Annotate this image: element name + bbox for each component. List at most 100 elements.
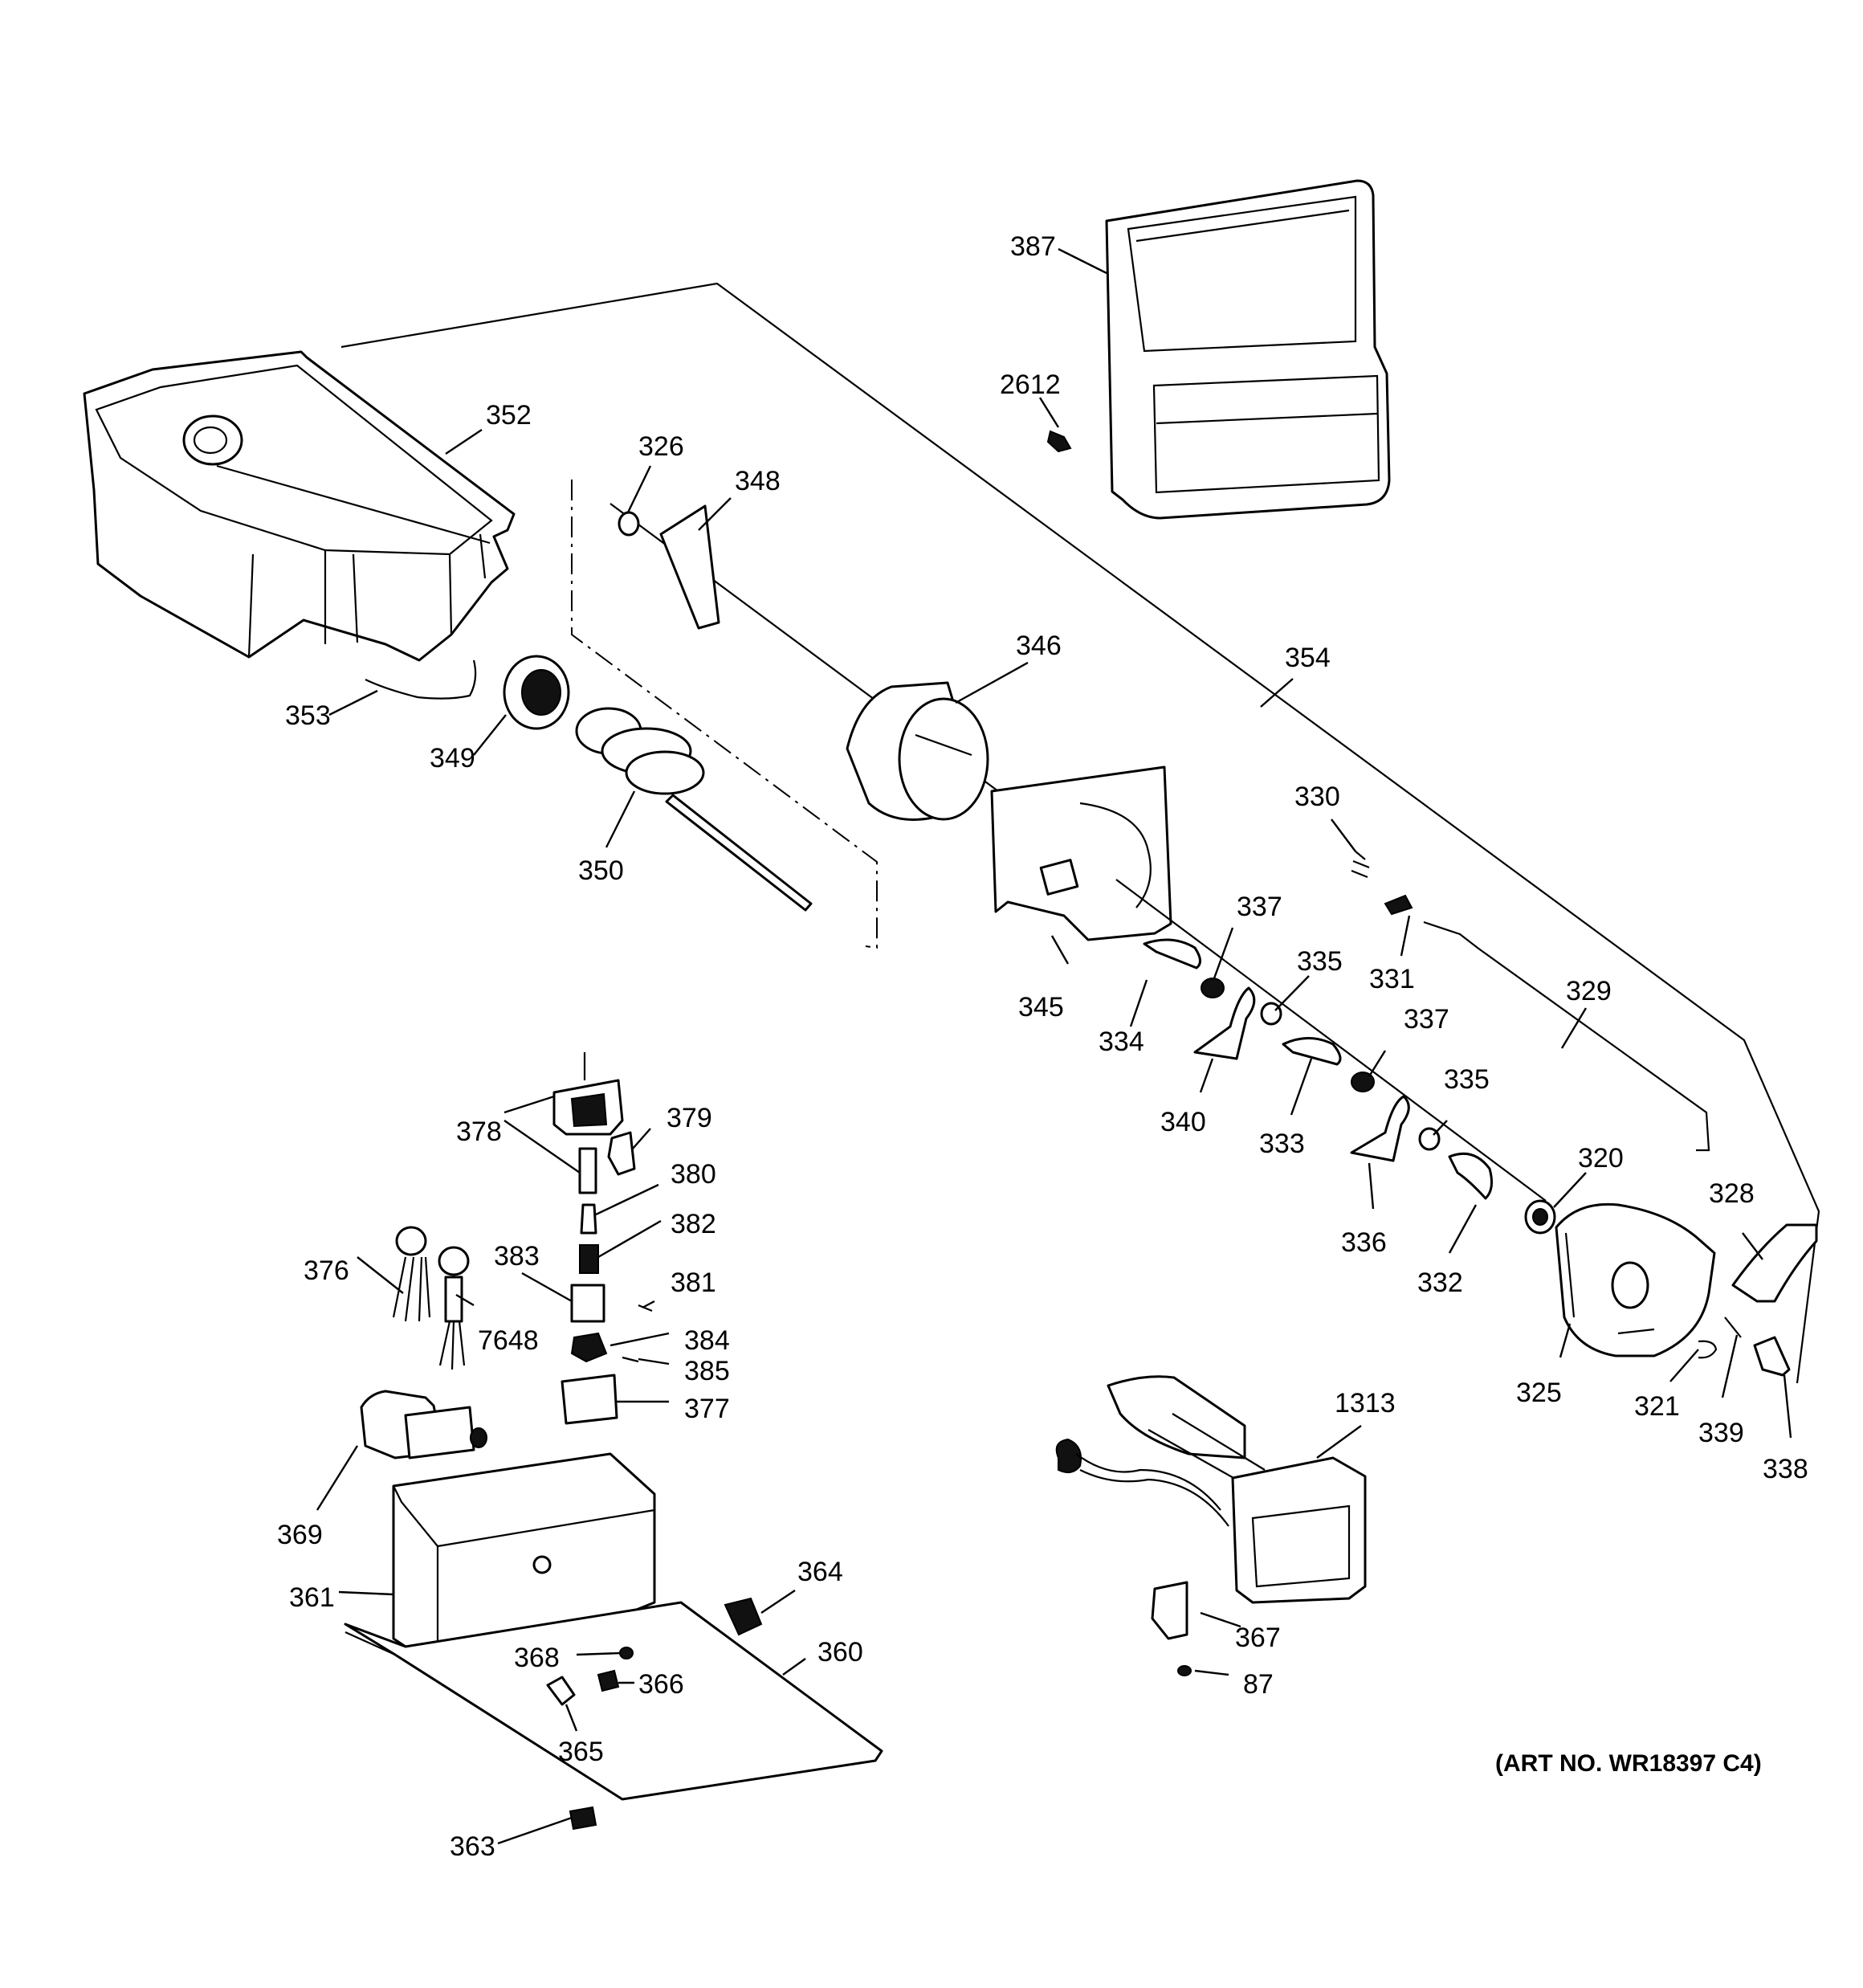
- callout-349: 349: [430, 743, 475, 774]
- bearing-320: [1524, 1199, 1556, 1235]
- bracket-379: [607, 1131, 636, 1176]
- callout-340: 340: [1160, 1107, 1206, 1137]
- callout-377: 377: [684, 1394, 730, 1424]
- callout-353: 353: [285, 700, 331, 731]
- drive-housing-346: [846, 681, 989, 821]
- pin-385: [622, 1356, 639, 1363]
- callout-366: 366: [638, 1669, 684, 1700]
- rod-329: [1423, 921, 1710, 1152]
- cam-axis: [1115, 879, 1547, 1202]
- callout-2612: 2612: [1000, 369, 1061, 400]
- plunger-380: [578, 1147, 597, 1194]
- callout-320: 320: [1578, 1143, 1624, 1174]
- auger-group-outline: [571, 480, 878, 949]
- fastener-363: [569, 1806, 597, 1831]
- ice-maker-1313: [1055, 1375, 1367, 1604]
- callout-367: 367: [1235, 1623, 1281, 1653]
- callout-381: 381: [671, 1268, 716, 1298]
- callout-332: 332: [1417, 1268, 1463, 1298]
- callout-labels: 387 2612 352 326 348 346 354 353 349 350…: [277, 231, 1808, 1862]
- timer-motor-369: [360, 1390, 487, 1459]
- spring-337a: [1201, 978, 1225, 998]
- callout-385: 385: [684, 1356, 730, 1386]
- washer-326: [618, 511, 640, 537]
- art-number: (ART NO. WR18397 C4): [1495, 1750, 1762, 1777]
- callout-368: 368: [514, 1643, 560, 1673]
- callout-333: 333: [1259, 1129, 1305, 1159]
- callout-376: 376: [304, 1255, 349, 1286]
- housing-377: [561, 1374, 618, 1425]
- callout-325: 325: [1516, 1378, 1562, 1408]
- clip-366: [597, 1669, 620, 1692]
- harness-376: [392, 1226, 431, 1322]
- callout-364: 364: [797, 1557, 843, 1587]
- harness-7648: [438, 1246, 470, 1370]
- pin-339: [1724, 1316, 1742, 1338]
- callout-346: 346: [1016, 631, 1062, 661]
- callout-7648: 7648: [478, 1325, 539, 1356]
- callout-321: 321: [1634, 1391, 1680, 1422]
- motor-housing-325: [1555, 1202, 1716, 1357]
- lever-340: [1193, 986, 1256, 1060]
- callout-361: 361: [289, 1582, 335, 1613]
- callout-382: 382: [671, 1209, 716, 1239]
- tip-382: [580, 1203, 597, 1235]
- assembly-outline: [340, 282, 1820, 1384]
- callout-338: 338: [1763, 1454, 1808, 1484]
- callout-330: 330: [1294, 782, 1340, 812]
- leader-lines: [316, 247, 1792, 1845]
- blade-348: [659, 504, 720, 630]
- callout-360: 360: [817, 1637, 863, 1668]
- callout-378: 378: [456, 1116, 502, 1147]
- bracket-338: [1753, 1336, 1791, 1377]
- callout-337: 337: [1404, 1004, 1449, 1035]
- retainer-ring-353: [365, 659, 477, 700]
- callout-387: 387: [1010, 231, 1056, 262]
- actuator-384: [570, 1332, 608, 1363]
- pin-381: [638, 1304, 653, 1312]
- bracket-367: [1151, 1581, 1188, 1640]
- callout-348: 348: [735, 466, 781, 496]
- callout-336: 336: [1341, 1227, 1387, 1258]
- cam-333: [1282, 1037, 1342, 1066]
- connector-364: [724, 1597, 763, 1636]
- callout-1313: 1313: [1335, 1388, 1396, 1419]
- dispenser-cover: [1105, 179, 1391, 520]
- clip-321: [1698, 1340, 1718, 1359]
- screw-87: [1177, 1665, 1192, 1676]
- coupler-349: [503, 655, 570, 730]
- callout-87: 87: [1243, 1669, 1274, 1700]
- callout-379: 379: [667, 1103, 712, 1133]
- callout-354: 354: [1285, 643, 1331, 673]
- clip-365: [546, 1676, 576, 1706]
- auger-350: [575, 707, 813, 912]
- cam-332: [1448, 1152, 1494, 1200]
- callout-335: 335: [1444, 1064, 1490, 1095]
- callout-334: 334: [1099, 1027, 1144, 1057]
- callout-329: 329: [1566, 976, 1612, 1006]
- screw-2612: [1046, 430, 1072, 453]
- solenoid-378: [552, 1052, 624, 1136]
- callout-328: 328: [1709, 1178, 1755, 1209]
- callout-369: 369: [277, 1520, 323, 1550]
- cam-334: [1143, 938, 1201, 970]
- spring-383: [579, 1244, 599, 1274]
- callout-352: 352: [486, 400, 532, 431]
- control-box-361: [392, 1452, 656, 1648]
- callout-350: 350: [578, 855, 624, 886]
- base-plate-360: [344, 1601, 883, 1801]
- callout-365: 365: [558, 1737, 604, 1767]
- callout-337: 337: [1237, 892, 1282, 922]
- ice-bucket: [83, 350, 516, 662]
- callout-339: 339: [1698, 1418, 1744, 1448]
- bracket-plate-345: [990, 765, 1172, 941]
- callout-363: 363: [450, 1831, 495, 1862]
- spring-330: [1351, 851, 1370, 879]
- callout-326: 326: [638, 431, 684, 462]
- callout-331: 331: [1369, 964, 1415, 994]
- callout-345: 345: [1018, 992, 1064, 1023]
- slug-383: [570, 1284, 605, 1323]
- callout-380: 380: [671, 1159, 716, 1190]
- plate-328: [1731, 1223, 1818, 1303]
